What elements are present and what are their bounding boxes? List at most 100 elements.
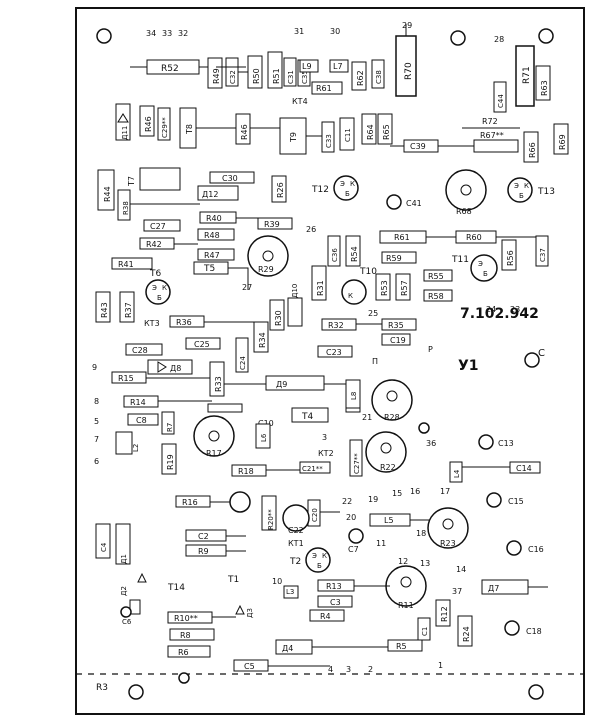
resistor-r34: R34 — [253, 321, 269, 353]
capacitor-label: C6 — [122, 618, 132, 626]
resistor-label: R43 — [100, 302, 109, 318]
terminal-label: 20 — [346, 513, 356, 522]
pad — [418, 422, 430, 434]
resistor-label: R46 — [240, 124, 249, 140]
round-label: C15 — [508, 497, 524, 506]
capacitor-label: C8 — [136, 416, 147, 425]
pin-label: Б — [317, 562, 322, 570]
resistor-label: R40 — [206, 214, 222, 223]
terminal-label: 15 — [392, 489, 402, 498]
capacitor-label: C30 — [222, 174, 238, 183]
terminal-label: 19 — [368, 495, 378, 504]
traces — [130, 66, 548, 667]
resistor-r35: R35 — [381, 318, 417, 331]
resistor-r63: R63 — [535, 65, 551, 101]
capacitor-label: C19 — [390, 336, 406, 345]
resistor-label: R46 — [144, 116, 153, 132]
transistor-t9: T9 — [279, 117, 307, 155]
resistor-r26: R26 — [271, 175, 287, 203]
resistor-r69: R69 — [553, 123, 569, 155]
resistor-label: R42 — [146, 240, 162, 249]
capacitor-label: C21** — [302, 465, 323, 473]
capacitor-label: C27** — [353, 453, 361, 474]
round-label: R29 — [258, 265, 274, 274]
capacitor-c23: C23 — [317, 345, 353, 358]
resistor-r10: R10** — [167, 611, 213, 624]
test-point-kt4: КТ4 — [292, 97, 308, 106]
inductor-l2: L2 — [115, 431, 140, 455]
mounting-hole — [528, 684, 544, 700]
capacitor-c6: C6 — [122, 599, 141, 626]
pin-label: К — [350, 180, 355, 188]
capacitor-c5: C5 — [233, 659, 269, 672]
pin-label: К — [162, 284, 167, 292]
resistor-r61b: R61 — [311, 81, 343, 95]
resistor-r71: R71 — [515, 45, 535, 107]
resistor-r58: R58 — [423, 289, 453, 302]
resistor-r20: R20** — [261, 495, 277, 531]
capacitor-c27b: C27** — [349, 439, 363, 477]
resistor-label: R13 — [326, 582, 342, 591]
transistor-t2: T2 — [289, 547, 331, 573]
resistor-r70: R70 — [395, 24, 417, 97]
resistor-label: R12 — [440, 606, 449, 622]
capacitor-c37: C37 — [535, 235, 549, 267]
diode-label: Д4 — [282, 644, 293, 653]
capacitor-c2: C2 — [185, 529, 227, 542]
transistor-label: T5 — [203, 264, 215, 274]
capacitor-label: C14 — [516, 464, 532, 473]
resistor-label: R37 — [124, 302, 133, 318]
trimmer-r68: R68 — [445, 169, 487, 216]
round-label: C16 — [528, 545, 544, 554]
terminal-label: 10 — [272, 577, 282, 586]
inductor-l4: L4 — [449, 461, 463, 483]
pin-label: Э — [514, 182, 519, 190]
diode-label: Д7 — [488, 584, 499, 593]
resistor-r47: R47 — [197, 248, 235, 261]
capacitor-c24: C24 — [235, 337, 249, 373]
bottom-left-label: R3 — [96, 683, 108, 693]
pin-label: Б — [483, 270, 488, 278]
capacitor-label: C32 — [229, 70, 237, 84]
mounting-hole — [538, 28, 554, 44]
round-label: R68 — [456, 207, 472, 216]
terminal-label: 34 — [146, 29, 156, 38]
diode-d4: Д4 — [275, 639, 313, 655]
capacitor-c3: C3 — [317, 595, 353, 608]
transistor-t12: T12 — [311, 175, 359, 201]
inductor-label: L2 — [132, 444, 140, 452]
terminal-label: 3 — [322, 433, 327, 442]
resistor-label: R10** — [174, 614, 198, 623]
resistor-r37: R37 — [119, 291, 135, 323]
capacitor-c30: C30 — [209, 171, 255, 184]
transistor-label: T9 — [289, 132, 298, 143]
diode-d2: Д2 — [120, 572, 147, 596]
round-label: R28 — [384, 413, 400, 422]
diode-label: Д10 — [291, 284, 299, 298]
resistor-r59: R59 — [381, 251, 417, 264]
terminal-label: 16 — [410, 487, 420, 496]
terminal-label: 11 — [376, 539, 386, 548]
terminal-label: 21 — [362, 413, 372, 422]
resistor-label: R63 — [540, 80, 549, 96]
capacitor-label: C37 — [539, 248, 547, 262]
pin-label: К — [348, 292, 353, 300]
resistor-label: R66 — [528, 142, 537, 158]
transistor-t7: T7 — [127, 167, 181, 191]
round-label: C41 — [406, 199, 422, 208]
resistor-label: R33 — [214, 376, 223, 392]
inductor-label: L4 — [453, 469, 461, 478]
diode-label: Д3 — [246, 608, 254, 618]
terminal-label: 8 — [94, 397, 99, 406]
inductor-l9: L9 — [299, 59, 319, 73]
resistor-r57: R57 — [395, 273, 411, 301]
resistor-label: R4 — [320, 612, 331, 621]
terminal-label: 32 — [178, 29, 188, 38]
terminal-label: 3 — [346, 665, 351, 674]
resistor-r44: R44 — [97, 169, 115, 211]
diode-label: Д12 — [202, 190, 218, 199]
transistor-label: T10 — [359, 267, 377, 277]
capacitor-c33: C33 — [321, 121, 335, 153]
transistor-t4: T4 — [291, 407, 329, 423]
